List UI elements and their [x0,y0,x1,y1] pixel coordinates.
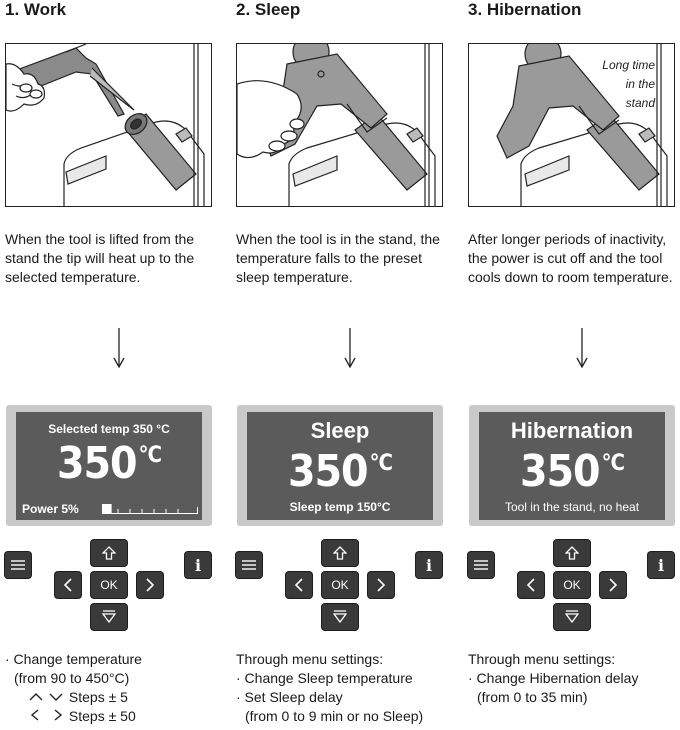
down-arrow-icon [333,610,347,624]
selected-temp-label: Selected temp 350 °C [48,422,170,436]
info-button[interactable]: i [416,552,442,578]
info-icon: i [425,555,433,575]
down-arrow-icon [113,328,125,368]
left-right-chevrons-icon [30,709,63,721]
status-label: Tool in the stand, no heat [504,500,640,514]
work-illustration [5,43,212,207]
note-line: · Change temperature [5,651,142,667]
note-line: (from 0 to 9 min or no Sleep) [245,708,424,724]
left-button[interactable] [518,572,544,598]
note-line: Steps ± 5 [5,688,220,707]
right-arrow-icon [609,578,618,592]
down-button[interactable] [322,604,358,630]
up-arrow-icon [333,546,347,560]
mode-title: Sleep [310,418,370,443]
down-arrow-icon [102,610,116,624]
display-frame: Selected temp 350 °C 350°C Power 5% [6,405,212,526]
work-panel: 1. Work [5,0,220,730]
note-line: · Change Hibernation delay [468,670,639,686]
ok-button[interactable]: OK [91,572,127,598]
note-line: (from 0 to 35 min) [477,689,588,705]
mode-title: Hibernation [510,418,634,443]
down-arrow-icon [576,328,588,368]
info-button[interactable]: i [648,552,674,578]
up-button[interactable] [322,540,358,566]
panel-description: When the tool is in the stand, the tempe… [236,231,440,285]
up-down-chevrons-icon [29,693,63,701]
panel-notes: Through menu settings: · Change Hibernat… [468,650,680,707]
display-screen: Sleep 350°C Sleep temp 150°C [247,412,433,520]
right-arrow-icon [146,578,155,592]
menu-button[interactable] [236,552,262,578]
panel-description: After longer periods of inactivity, the … [468,231,673,285]
left-button[interactable] [286,572,312,598]
keypad: OK i [236,540,448,632]
info-button[interactable]: i [185,552,211,578]
power-label: Power 5% [22,502,79,516]
power-bar [102,504,198,514]
menu-button[interactable] [468,552,494,578]
left-button[interactable] [55,572,81,598]
panel-description: When the tool is lifted from the stand t… [5,231,195,285]
up-button[interactable] [554,540,590,566]
tool-lifted-drawing [6,44,205,206]
right-button[interactable] [368,572,394,598]
display-frame: Hibernation 350°C Tool in the stand, no … [469,405,675,526]
sleep-panel: 2. Sleep When the tool i [236,0,451,730]
right-arrow-icon [377,578,386,592]
panel-title: 2. Sleep [236,0,301,19]
ok-button[interactable]: OK [554,572,590,598]
temperature-readout: 350°C [287,446,393,497]
right-button[interactable] [137,572,163,598]
info-icon: i [657,555,665,575]
note-line: · Change Sleep temperature [236,670,413,686]
down-arrow-icon [565,610,579,624]
panel-title: 1. Work [5,0,67,19]
hibernation-illustration: Long time in the stand [468,43,675,207]
up-button[interactable] [91,540,127,566]
caption-long-time: Long time in the stand [602,58,655,110]
temperature-readout: 350°C [519,446,625,497]
sleep-illustration [236,43,443,207]
up-arrow-icon [102,546,116,560]
display-screen: Hibernation 350°C Tool in the stand, no … [479,412,665,520]
panel-notes: Through menu settings: · Change Sleep te… [236,650,451,726]
keypad: OK i [468,540,680,632]
down-arrow-icon [344,328,356,368]
note-line: (from 90 to 450°C) [14,670,130,686]
note-line: Through menu settings: [236,651,384,667]
right-button[interactable] [600,572,626,598]
down-button[interactable] [91,604,127,630]
tool-in-stand-drawing [237,44,436,206]
down-button[interactable] [554,604,590,630]
left-arrow-icon [63,578,72,592]
temperature-readout: 350°C [56,438,162,489]
left-arrow-icon [526,578,535,592]
up-arrow-icon [565,546,579,560]
note-line: Through menu settings: [468,651,616,667]
menu-button[interactable] [5,552,31,578]
menu-icon [11,560,25,570]
info-icon: i [194,555,202,575]
display-screen: Selected temp 350 °C 350°C Power 5% [16,412,202,520]
hibernation-panel: 3. Hibernation Long time in the stand Af… [468,0,680,730]
panel-notes: · Change temperature (from 90 to 450°C) … [5,650,220,726]
keypad: OK i [5,540,217,632]
note-line: Steps ± 50 [5,707,220,726]
tool-resting-drawing [496,44,668,206]
panel-title: 3. Hibernation [468,0,582,19]
note-line: · Set Sleep delay [236,689,343,705]
menu-icon [474,560,488,570]
menu-icon [242,560,256,570]
left-arrow-icon [294,578,303,592]
power-bar-fill [102,504,112,514]
sleep-temp-label: Sleep temp 150°C [289,500,391,514]
display-frame: Sleep 350°C Sleep temp 150°C [237,405,443,526]
ok-button[interactable]: OK [322,572,358,598]
